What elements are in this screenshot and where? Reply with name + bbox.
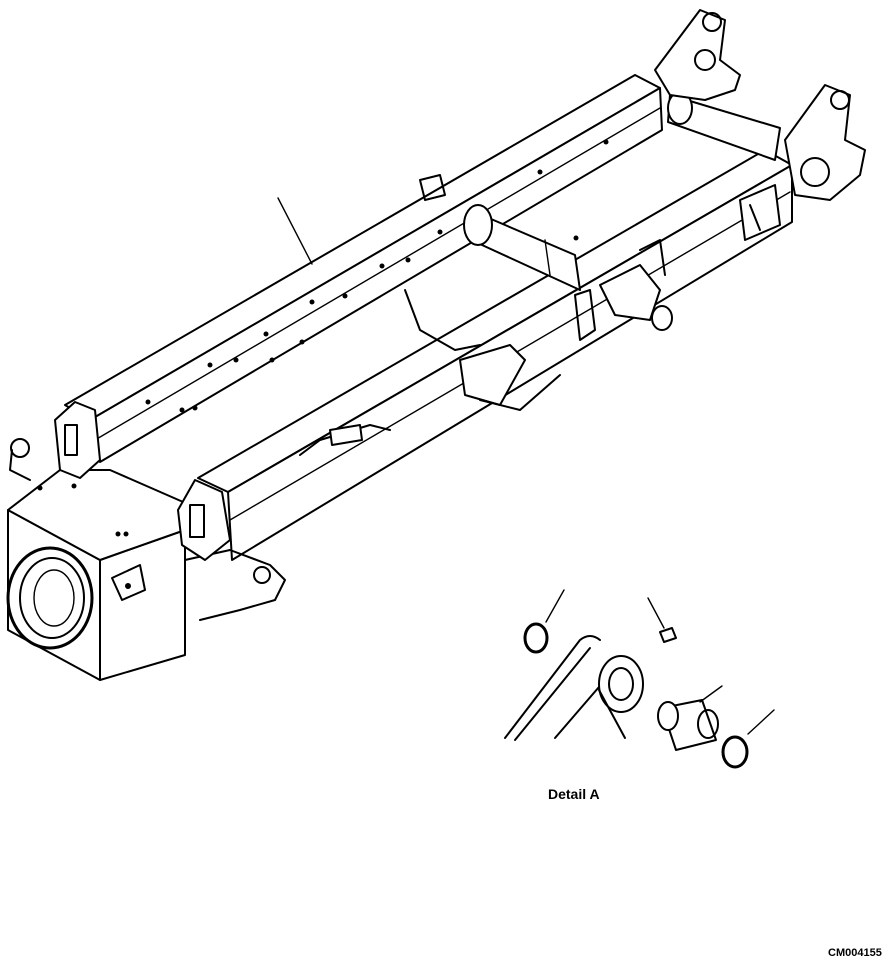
detail-a-drawing (504, 589, 775, 769)
drawing-code: CM004155 (828, 947, 882, 959)
cross-tube-middle (463, 204, 581, 291)
front-block (6, 438, 286, 681)
cross-tube-rear (667, 91, 781, 161)
frame-left-beam (64, 74, 663, 463)
beam-brackets (54, 184, 781, 561)
detail-a-label: Detail A (548, 786, 600, 802)
beam-holes (37, 139, 609, 537)
leader-line-frame (277, 197, 313, 265)
rear-lugs (654, 9, 866, 201)
